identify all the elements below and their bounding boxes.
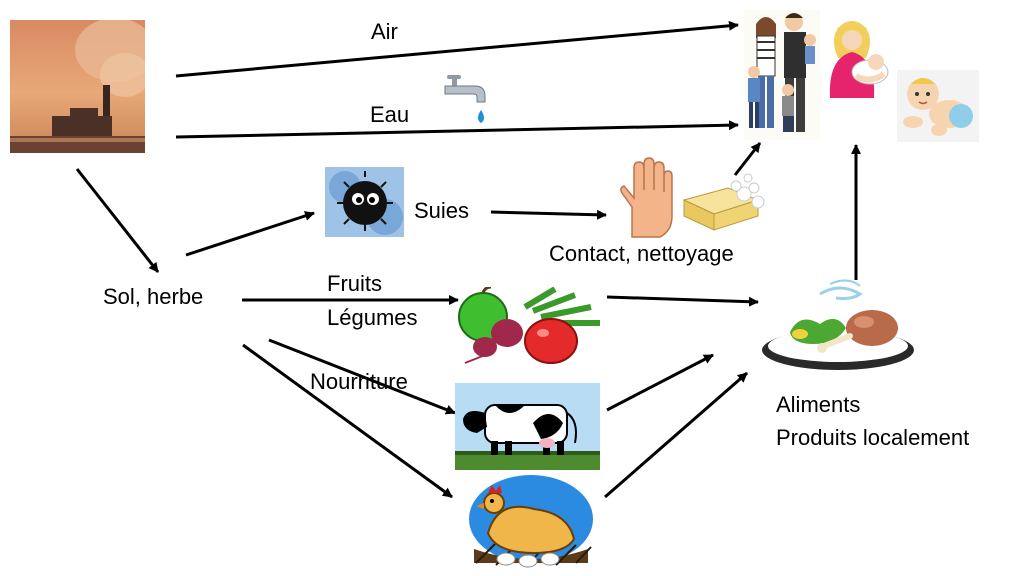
label-air: Air xyxy=(371,19,398,44)
label-sol-herbe: Sol, herbe xyxy=(103,284,204,309)
baby-icon xyxy=(897,70,979,142)
arrow-cow-to-aliments xyxy=(606,353,714,412)
arrow-sol-to-suies xyxy=(185,211,315,257)
label-contact-nettoyage: Contact, nettoyage xyxy=(549,241,734,266)
arrow-contact-to-family xyxy=(733,142,762,176)
family-icon xyxy=(744,10,820,140)
arrow-sol-to-hen xyxy=(242,343,453,499)
arrow-air xyxy=(175,20,739,78)
arrow-factory-to-sol xyxy=(75,168,160,273)
soap-icon xyxy=(678,172,766,234)
mother-baby-icon xyxy=(826,18,894,106)
cow-icon xyxy=(455,383,600,470)
label-fruits: Fruits xyxy=(327,271,382,296)
label-legumes: Légumes xyxy=(327,305,418,330)
label-nourriture: Nourriture xyxy=(310,369,408,394)
arrow-fruits-to-aliments xyxy=(606,295,759,307)
label-aliments: Aliments xyxy=(776,392,861,417)
arrow-suies-to-contact xyxy=(490,209,607,220)
factory-smoke-image xyxy=(10,18,155,153)
arrow-eau xyxy=(175,120,739,139)
label-eau: Eau xyxy=(370,102,410,127)
arrow-sol-to-cow xyxy=(268,338,456,415)
label-suies: Suies xyxy=(414,198,470,223)
hen-icon xyxy=(466,473,596,571)
fruits-vegetables-icon xyxy=(455,285,605,365)
food-plate-icon xyxy=(760,276,918,376)
hand-icon xyxy=(617,157,677,239)
soot-particle-icon xyxy=(325,167,404,237)
water-tap-icon xyxy=(442,72,494,130)
label-produits-localement: Produits localement xyxy=(776,425,970,450)
arrow-hen-to-aliments xyxy=(604,371,748,499)
